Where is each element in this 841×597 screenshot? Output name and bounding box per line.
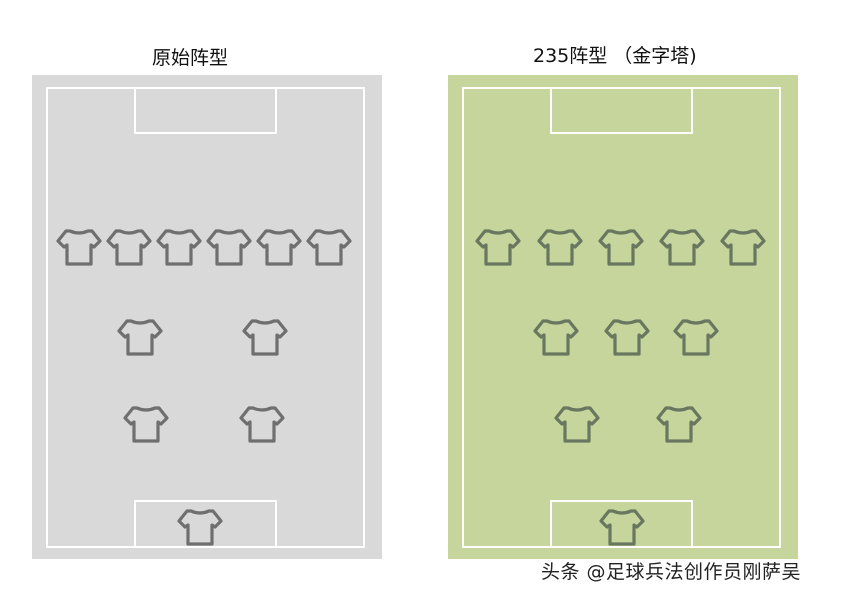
player-shirt-icon bbox=[554, 404, 600, 444]
player-shirt-icon bbox=[537, 227, 583, 267]
player-shirt-icon bbox=[604, 317, 650, 357]
player-shirt-icon bbox=[239, 404, 285, 444]
player-shirt-icon bbox=[659, 227, 705, 267]
player-shirt-icon bbox=[177, 507, 223, 547]
player-shirt-icon bbox=[475, 227, 521, 267]
player-shirt-icon bbox=[673, 317, 719, 357]
bottom-penalty-box bbox=[550, 500, 693, 548]
player-shirt-icon bbox=[242, 317, 288, 357]
player-shirt-icon bbox=[117, 317, 163, 357]
top-penalty-box bbox=[550, 87, 693, 134]
diagram-title-235-pyramid: 235阵型 （金字塔) bbox=[533, 45, 697, 67]
player-shirt-icon bbox=[656, 404, 702, 444]
watermark-text: 头条 @足球兵法创作员刚萨吴 bbox=[541, 561, 802, 583]
pitch-235-pyramid bbox=[448, 75, 798, 559]
player-shirt-icon bbox=[598, 227, 644, 267]
player-shirt-icon bbox=[720, 227, 766, 267]
player-shirt-icon bbox=[533, 317, 579, 357]
diagram-title-original: 原始阵型 bbox=[152, 47, 229, 69]
player-shirt-icon bbox=[306, 227, 352, 267]
pitch-original bbox=[32, 75, 382, 559]
player-shirt-icon bbox=[156, 227, 202, 267]
player-shirt-icon bbox=[106, 227, 152, 267]
player-shirt-icon bbox=[206, 227, 252, 267]
bottom-penalty-box bbox=[134, 500, 277, 548]
pitch-boundary-line bbox=[46, 87, 365, 548]
player-shirt-icon bbox=[123, 404, 169, 444]
player-shirt-icon bbox=[256, 227, 302, 267]
player-shirt-icon bbox=[56, 227, 102, 267]
player-shirt-icon bbox=[599, 507, 645, 547]
top-penalty-box bbox=[134, 87, 277, 134]
